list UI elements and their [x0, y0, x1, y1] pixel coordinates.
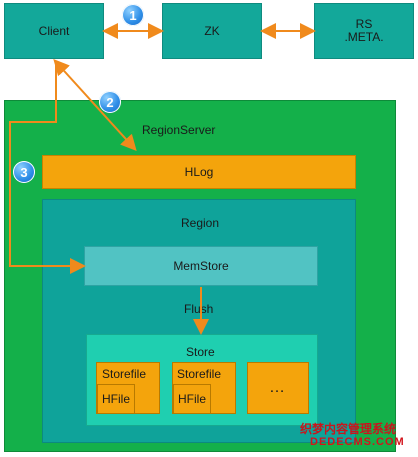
more-storefiles-box: … — [247, 362, 309, 414]
storefile-2-label: Storefile — [177, 367, 222, 381]
hfile-1: HFile — [97, 384, 135, 414]
client-node: Client — [4, 3, 104, 59]
more-storefiles-label: … — [269, 379, 287, 396]
memstore-box: MemStore — [84, 246, 318, 286]
storefile-1-label: Storefile — [102, 367, 147, 381]
client-memstore-arrow — [9, 64, 86, 274]
hlog-box: HLog — [42, 155, 356, 189]
hfile-1-label: HFile — [101, 392, 130, 406]
step-2-badge: 2 — [99, 91, 121, 113]
rs-meta-node: RS .META. — [314, 3, 414, 59]
watermark-line-2: DEDECMS.COM — [310, 436, 405, 448]
client-regionserver-arrow — [53, 59, 137, 151]
memstore-label: MemStore — [173, 259, 229, 273]
store-label: Store — [186, 345, 215, 359]
zk-label: ZK — [204, 24, 220, 38]
hfile-2: HFile — [173, 384, 211, 414]
flush-label: Flush — [184, 302, 214, 316]
regionserver-label: RegionServer — [142, 123, 216, 137]
region-label: Region — [181, 216, 220, 230]
step-3-badge: 3 — [13, 161, 35, 183]
rs-meta-label: RS .META. — [344, 17, 384, 44]
step-1-badge: 1 — [122, 4, 144, 26]
watermark-line-1: 织梦内容管理系统 — [300, 422, 397, 436]
client-label: Client — [38, 24, 70, 38]
hlog-label: HLog — [184, 165, 214, 179]
hfile-2-label: HFile — [177, 392, 206, 406]
